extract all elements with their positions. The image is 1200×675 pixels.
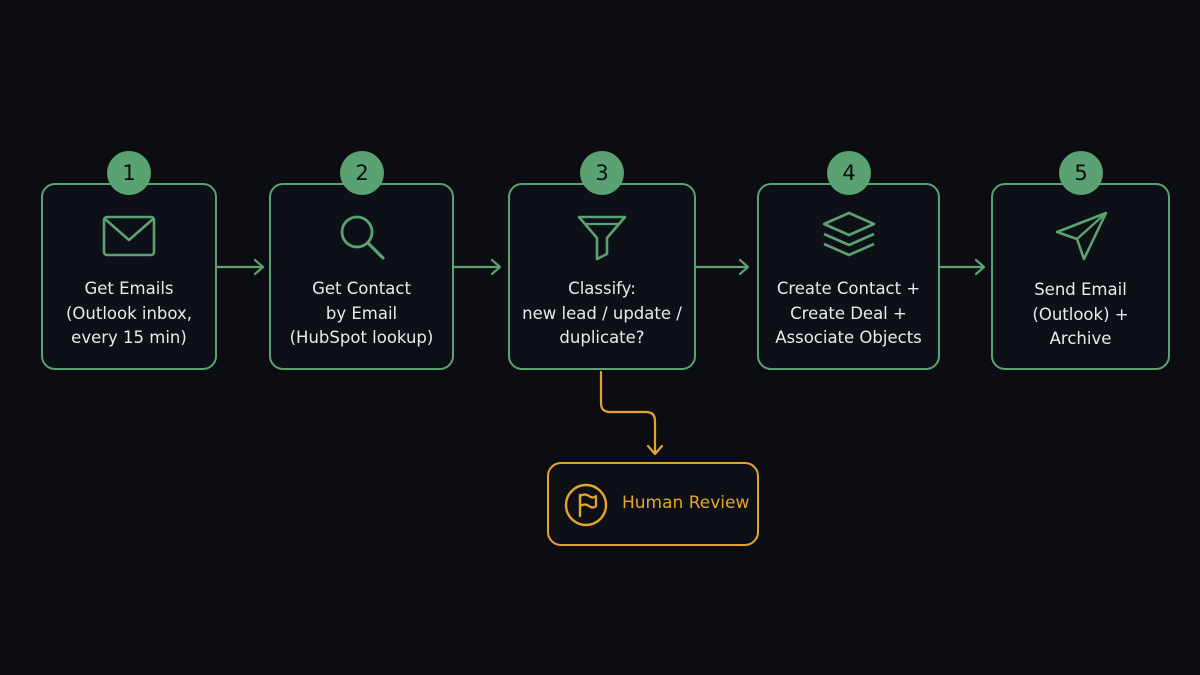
- step-4-line-2: Create Deal +: [790, 303, 907, 323]
- step-2-line-3: (HubSpot lookup): [289, 328, 434, 347]
- step-5-line-1: Send Email: [1034, 280, 1127, 299]
- step-5-badge: 5: [1059, 151, 1103, 195]
- human-review-label: Human Review: [622, 493, 750, 513]
- step-1-line-1: Get Emails: [84, 279, 174, 298]
- review-arrow: [599, 370, 664, 456]
- step-5-label: Send Email (Outlook) + Archive: [991, 278, 1170, 352]
- layers-icon: [822, 211, 876, 257]
- flow-arrow-2-3: [452, 258, 502, 276]
- step-4-badge: 4: [827, 151, 871, 195]
- flow-arrow-3-4: [694, 258, 750, 276]
- flow-arrow-1-2: [215, 258, 265, 276]
- step-3-badge: 3: [580, 151, 624, 195]
- step-5-box: [991, 183, 1170, 370]
- step-4-label: Create Contact + Create Deal + Associate…: [757, 277, 940, 351]
- send-icon: [1055, 211, 1108, 261]
- step-4-line-1: Create Contact +: [776, 279, 921, 298]
- step-4-line-3: Associate Objects: [775, 328, 922, 347]
- step-5-line-3: Archive: [1049, 329, 1112, 348]
- step-3-line-2: new lead / update /: [522, 303, 682, 323]
- step-2-line-1: Get Contact: [312, 279, 411, 298]
- flag-icon: [564, 483, 608, 527]
- step-3-line-3: duplicate?: [559, 328, 645, 347]
- step-2-label: Get Contact by Email (HubSpot lookup): [269, 277, 454, 351]
- step-1-line-2: (Outlook inbox,: [65, 303, 193, 323]
- step-1-line-3: every 15 min): [71, 328, 187, 347]
- funnel-icon: [577, 215, 627, 261]
- step-5-line-2: (Outlook) +: [1032, 304, 1129, 324]
- step-1-label: Get Emails (Outlook inbox, every 15 min): [41, 277, 217, 351]
- step-2-badge: 2: [340, 151, 384, 195]
- step-2-line-2: by Email: [325, 303, 398, 323]
- step-3-line-1: Classify:: [568, 279, 636, 298]
- step-3-label: Classify: new lead / update / duplicate?: [508, 277, 696, 351]
- mail-icon: [102, 215, 156, 257]
- flow-arrow-4-5: [938, 258, 986, 276]
- step-1-box: [41, 183, 217, 370]
- search-icon: [340, 215, 385, 260]
- step-1-badge: 1: [107, 151, 151, 195]
